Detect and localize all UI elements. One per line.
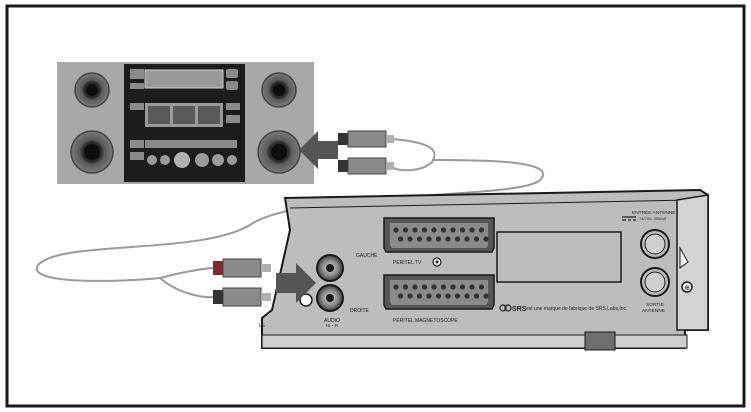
scart-pin (483, 293, 489, 299)
scart-pin (473, 293, 480, 299)
audio-cable (35, 138, 544, 299)
scart-pin (445, 236, 451, 242)
scart-pin (402, 227, 409, 233)
scart-pin (459, 227, 466, 233)
scart-pin (407, 293, 413, 299)
srs-logo: SRS (499, 304, 527, 313)
svg-text:⊕: ⊕ (684, 285, 690, 292)
scart-pin (426, 293, 432, 299)
scart-pin (421, 227, 428, 233)
label-antenne: ANTENNE (642, 308, 665, 314)
scart-pin (454, 236, 461, 242)
scart-pin (478, 227, 485, 233)
scart-pin (431, 227, 437, 233)
label-gauche: GAUCHE (356, 253, 378, 259)
scart-pin (397, 236, 404, 242)
arrow-to-vcr (276, 263, 316, 303)
scart-pin (435, 293, 442, 299)
scart-pin (393, 227, 399, 233)
label-entree-antenne: ENTREE ANTENNE (632, 210, 675, 216)
rca-plugs-vcr (213, 258, 271, 307)
scart-pin (416, 236, 423, 242)
scart-pin (416, 293, 423, 299)
label-antenne-spec: 74/70V, 300mA (639, 216, 667, 221)
scart-pin (407, 236, 413, 242)
scart-pin (402, 284, 409, 290)
scart-peritel-magnetoscope[interactable] (383, 274, 495, 310)
rca-plugs-stereo (338, 130, 394, 175)
scart-pin (464, 236, 470, 242)
label-hifi: HI - FI (326, 323, 339, 328)
scart-peritel-tv[interactable] (383, 217, 495, 253)
label-droite: DROITE (350, 308, 370, 314)
vcr-display-window (496, 231, 622, 283)
scart-pin (454, 293, 461, 299)
scart-pin (450, 284, 456, 290)
scart-pin (450, 227, 456, 233)
scart-pin (473, 236, 480, 242)
dc-symbol-icon (622, 216, 636, 221)
srs-notice: est une marque de fabrique de SRS Labs,I… (526, 306, 627, 312)
scart-pin (459, 284, 466, 290)
scart-pin (478, 284, 485, 290)
scart-pin (464, 293, 470, 299)
arrow-to-stereo (299, 131, 338, 169)
grounding-screw (299, 293, 313, 307)
label-le: LE (259, 323, 266, 329)
scart-pin (483, 236, 489, 242)
scart-pin (393, 284, 399, 290)
scart-pin (397, 293, 404, 299)
scart-pin (445, 293, 451, 299)
scart-pin (412, 284, 418, 290)
svg-text:SRS: SRS (512, 306, 527, 313)
label-peritel-magnetoscope: PERITEL MAGNETOSCOPE (393, 318, 458, 324)
scart-pin (412, 227, 418, 233)
scart-pin (469, 227, 475, 233)
scart-pin (440, 284, 447, 290)
scart-pin (426, 236, 432, 242)
scart-pin (469, 284, 475, 290)
label-peritel-tv: PERITEL TV (393, 260, 422, 266)
label-audio: AUDIO (324, 318, 340, 324)
stereo-system (57, 62, 314, 184)
vcr-unit: ⊕ GAUCHE AUDIO HI - FI DROITE LE PERITEL… (259, 188, 709, 351)
scart-pin (421, 284, 428, 290)
scart-pin (435, 236, 442, 242)
scart-pin (440, 227, 447, 233)
label-sortie: SORTIE (646, 302, 664, 308)
scart-pin (431, 284, 437, 290)
